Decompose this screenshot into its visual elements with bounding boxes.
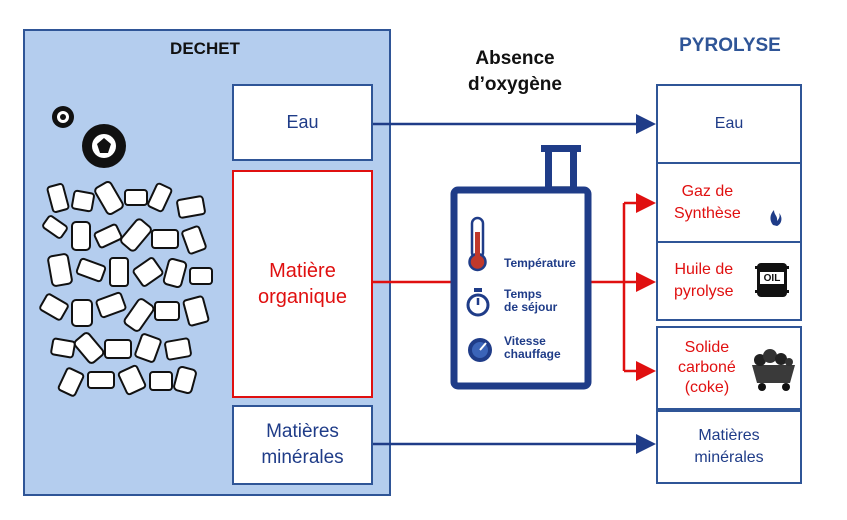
waste-organic-box: Matière organique: [232, 170, 373, 398]
oil-barrel-label: OIL: [763, 273, 781, 284]
output-minerals-label: Matières minérales: [694, 427, 764, 466]
waste-organic-label: Matière organique: [258, 260, 347, 308]
thermometer-icon: [468, 216, 487, 272]
waste-water-label: Eau: [286, 112, 319, 132]
heating-rate-label: Vitesse chauffage: [504, 334, 561, 362]
output-oil-label: Huile de pyrolyse: [674, 261, 734, 300]
output-water-box: Eau: [656, 84, 802, 164]
output-gas-box: Gaz de Synthèse: [656, 162, 802, 243]
pyrolysis-title: PYROLYSE: [679, 35, 781, 56]
oxygen-absence-title: Absence d’oxygène: [468, 48, 562, 95]
temperature-label: Température: [504, 256, 576, 270]
residence-time-label: Temps de séjour: [504, 287, 558, 315]
output-coke-label: Solide carboné (coke): [678, 339, 736, 396]
output-minerals-box: Matières minérales: [656, 410, 802, 484]
waste-water-box: Eau: [232, 84, 373, 161]
waste-minerals-label: Matières minérales: [261, 421, 344, 468]
output-water-label: Eau: [714, 115, 744, 133]
waste-title: DECHET: [170, 39, 240, 58]
reactor: [450, 145, 592, 390]
stopwatch-icon: [466, 288, 490, 317]
output-coke-box: Solide carboné (coke): [656, 326, 802, 410]
gauge-icon: [468, 338, 492, 362]
output-gas-label: Gaz de Synthèse: [674, 182, 741, 222]
waste-minerals-box: Matières minérales: [232, 405, 373, 485]
